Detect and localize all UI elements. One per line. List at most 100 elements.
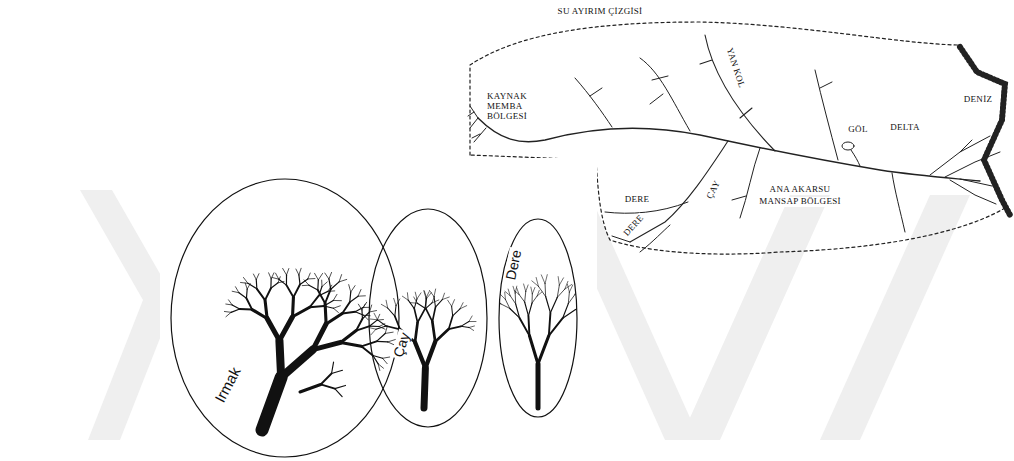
tree-branch	[526, 285, 528, 292]
tree-branch	[310, 306, 324, 307]
tree-branch	[335, 389, 342, 397]
tree-branch	[276, 273, 279, 279]
tree-branch	[358, 304, 362, 310]
tree-branch	[308, 273, 310, 279]
tree-branch	[504, 292, 506, 299]
tree-branch	[414, 309, 417, 323]
tree-branch	[586, 305, 594, 306]
tributary	[732, 148, 760, 218]
tree-branch	[452, 306, 453, 316]
tree-branch	[559, 278, 563, 285]
map-cover	[160, 158, 597, 461]
tree-branch	[461, 326, 469, 327]
river-order-ellipse: Irmak	[170, 178, 400, 458]
tree-branch	[546, 297, 551, 313]
tree-branch	[528, 303, 532, 316]
tree-branch	[262, 377, 281, 430]
tree-branch	[329, 272, 332, 279]
tree-branch	[568, 295, 575, 304]
tree-branch	[434, 297, 435, 308]
tree-branch	[226, 312, 231, 316]
tree-branch	[469, 327, 474, 330]
tree-branch	[417, 303, 425, 308]
tree-branch	[362, 304, 365, 310]
map-label: MANSAP BÖLGESİ	[758, 197, 842, 207]
tree-branch	[333, 294, 337, 300]
tree-branch	[321, 384, 335, 388]
tree-branch	[322, 282, 327, 287]
map-label: ANA AKARSU	[769, 185, 832, 195]
tree-branch	[432, 322, 435, 342]
tree-branch	[435, 329, 449, 342]
tree-branch	[426, 309, 433, 322]
tree-branch	[315, 273, 319, 280]
tree-branch	[321, 374, 332, 385]
tree-branch	[500, 294, 505, 299]
tributary	[575, 78, 612, 127]
tree-branch	[449, 326, 461, 329]
tree-branch	[371, 329, 376, 335]
tree-branch	[287, 269, 289, 275]
tree-branch	[279, 340, 281, 377]
tree-branch	[516, 304, 520, 318]
map-label: GÖL	[847, 125, 868, 135]
tree-branch	[424, 368, 425, 408]
tree-branch	[452, 300, 455, 307]
tree-branch	[358, 295, 365, 296]
tree-branch	[248, 283, 257, 288]
tree-branch	[519, 294, 525, 302]
tree-branch	[402, 296, 408, 300]
yan-kol-river	[700, 35, 775, 151]
tree-branch	[228, 300, 232, 305]
tree-branch	[425, 298, 426, 309]
tree-branch	[414, 297, 418, 303]
tree-branch	[461, 322, 469, 327]
tree-branch	[469, 321, 476, 322]
tree-branch	[415, 342, 425, 368]
tree-branch	[333, 308, 338, 312]
tree-branch	[563, 310, 576, 319]
tree-branch	[283, 268, 287, 275]
tree-branch	[410, 302, 417, 304]
tree-branch	[267, 318, 279, 340]
tree-branch	[350, 292, 351, 302]
tree-branch	[415, 292, 417, 299]
tree-branch	[253, 274, 256, 279]
tree-branch	[517, 288, 519, 295]
map-label: DENİZ	[963, 95, 994, 105]
tree-branch	[313, 342, 341, 349]
tree-branch	[532, 287, 535, 293]
map-label: YAN KOL	[724, 46, 747, 90]
tree-branch	[246, 298, 252, 309]
tree-branch	[537, 292, 542, 296]
tree-branch	[235, 287, 239, 293]
tree-branch	[265, 300, 267, 318]
tree-branch	[256, 274, 259, 280]
tree-branch	[339, 279, 347, 281]
tree-branch	[541, 275, 545, 284]
tree-branch	[370, 325, 379, 327]
tree-branch	[265, 288, 271, 300]
tree-branch	[308, 278, 315, 279]
tree-branch	[395, 306, 396, 316]
tree-branch	[341, 342, 362, 346]
tree-branch	[286, 285, 293, 297]
tree-branch	[586, 301, 592, 306]
tree-branch	[508, 289, 510, 296]
tree-branch	[302, 285, 309, 286]
map-label: DERE	[621, 213, 646, 239]
tree-branch	[407, 293, 409, 300]
tree-branch	[349, 285, 351, 292]
map-label: SU AYIRIM ÇİZGİSİ	[557, 7, 644, 17]
tree-branch	[358, 290, 361, 297]
tree-branch	[377, 333, 386, 341]
lake	[842, 142, 854, 150]
tree-branch	[329, 279, 331, 289]
tree-branch	[510, 296, 515, 304]
tree-branch	[569, 285, 572, 292]
tree-branch	[378, 364, 380, 371]
tree-branch	[331, 282, 339, 289]
tree-branch	[325, 273, 329, 279]
tree-branch	[415, 322, 418, 342]
